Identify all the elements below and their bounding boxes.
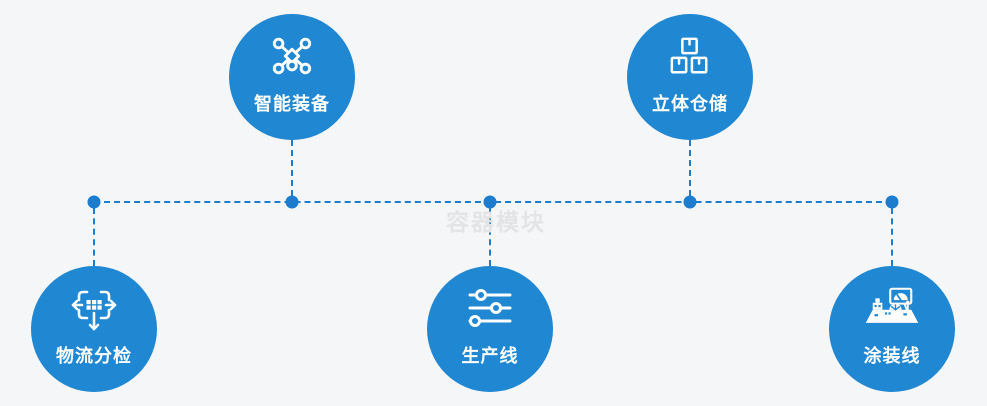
connector-vertical-production xyxy=(489,208,491,266)
node-painting-line[interactable]: 涂装线 xyxy=(829,266,955,392)
node-logistics-sorting[interactable]: 物流分检 xyxy=(31,266,157,392)
network-nodes-icon xyxy=(269,32,315,80)
watermark-text: 容器模块 xyxy=(446,209,546,235)
junction-dot xyxy=(285,195,299,209)
node-intelligent-equipment[interactable]: 智能装备 xyxy=(229,14,355,140)
connector-vertical-logistics xyxy=(93,208,95,266)
connector-vertical-warehouse xyxy=(689,140,691,196)
junction-dot xyxy=(885,195,899,209)
junction-dot xyxy=(483,195,497,209)
node-label: 生产线 xyxy=(461,346,519,366)
node-label: 立体仓储 xyxy=(652,94,728,114)
connector-vertical-painting xyxy=(891,208,893,266)
junction-dot xyxy=(683,195,697,209)
node-stereo-warehouse[interactable]: 立体仓储 xyxy=(627,14,753,140)
sorting-arrows-icon xyxy=(70,284,118,332)
sliders-icon xyxy=(468,284,512,332)
node-label: 涂装线 xyxy=(863,346,921,366)
node-label: 智能装备 xyxy=(254,94,330,114)
junction-dot xyxy=(87,195,101,209)
machine-icon xyxy=(864,284,920,332)
node-label: 物流分检 xyxy=(56,346,132,366)
node-production-line[interactable]: 生产线 xyxy=(427,266,553,392)
stacked-boxes-icon xyxy=(669,32,711,80)
connector-vertical-equipment xyxy=(291,140,293,196)
